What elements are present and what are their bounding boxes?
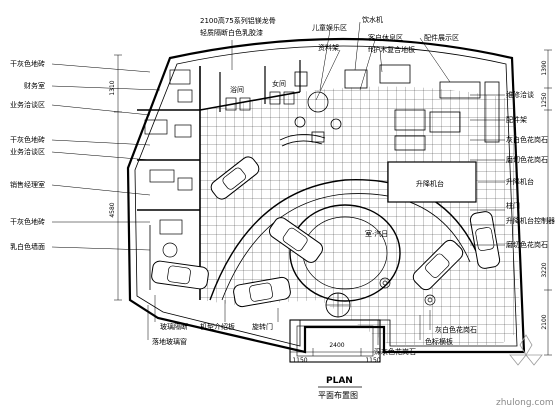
car-display-2 bbox=[151, 260, 209, 290]
right-dimension-line bbox=[544, 49, 552, 356]
car-display-6 bbox=[469, 211, 501, 269]
label-business-negotiation-2: 业务洽谈区 bbox=[10, 147, 45, 156]
label-gray-floor-tile-1: 干灰色地砖 bbox=[10, 59, 45, 68]
label-cut-granite-1: 磨切色花岗石 bbox=[506, 155, 548, 164]
label-gray-floor-tile-2: 干灰色地砖 bbox=[10, 135, 45, 144]
parts-display-furniture bbox=[379, 64, 500, 151]
label-steel-dragon-note-1: 2100高75系列铝镁龙骨 bbox=[200, 16, 276, 25]
lounge-furniture bbox=[294, 69, 368, 143]
planter-trees bbox=[379, 277, 436, 306]
label-business-negotiation-1: 业务洽谈区 bbox=[10, 100, 45, 109]
label-magazine-rack: 资料架 bbox=[318, 43, 339, 52]
dim-right-mid: 1250 bbox=[541, 92, 548, 107]
watermark-text: zhulong.com bbox=[496, 398, 554, 408]
dim-left-bottom: 4580 bbox=[109, 202, 116, 217]
office-partitions bbox=[137, 60, 301, 300]
entrance bbox=[289, 292, 381, 363]
office-furniture bbox=[144, 69, 193, 258]
car-display-1 bbox=[210, 156, 260, 200]
label-floor-glass-window: 落地玻璃窗 bbox=[152, 337, 187, 346]
left-dimension-line bbox=[114, 54, 122, 301]
dim-left-top: 1310 bbox=[109, 80, 116, 95]
label-revolving-door: 旋转门 bbox=[252, 322, 273, 331]
plan-title: PLAN bbox=[326, 376, 353, 386]
label-gray-granite-1: 灰白色花岗石 bbox=[506, 135, 548, 144]
right-callouts bbox=[470, 94, 505, 246]
label-color-strip: 色标横板 bbox=[425, 337, 453, 346]
label-white-wall: 乳白色墙面 bbox=[10, 242, 45, 251]
dim-right-low: 3220 bbox=[541, 262, 548, 277]
bottom-dimension-line bbox=[289, 348, 385, 356]
label-cut-granite-2: 磨切色花岗石 bbox=[506, 240, 548, 249]
bathroom-label: 浴间 bbox=[230, 85, 244, 94]
reception-desk bbox=[279, 134, 326, 147]
top-callouts bbox=[231, 21, 451, 101]
dim-bottom-left: 1150 bbox=[292, 357, 307, 364]
restroom-label: 女间 bbox=[272, 79, 286, 88]
lift-platform-label: 升降机台 bbox=[416, 179, 444, 188]
left-callouts bbox=[51, 63, 161, 251]
label-kids-area: 儿童娱乐区 bbox=[312, 23, 347, 32]
zhulong-logo bbox=[509, 334, 543, 366]
label-gray-floor-tile-3: 干灰色地砖 bbox=[10, 217, 45, 226]
label-water-dispenser: 饮水机 bbox=[362, 15, 383, 24]
car-display-4 bbox=[269, 217, 323, 263]
label-steel-dragon-note-2: 轻质隔断白色乳胶漆 bbox=[200, 28, 263, 37]
label-deep-granite: 深灰色花岗石 bbox=[374, 347, 416, 356]
dim-right-top: 1390 bbox=[541, 60, 548, 75]
label-column: 柱门 bbox=[506, 201, 520, 210]
label-gray-granite-2: 灰白色花岗石 bbox=[435, 325, 477, 334]
center-label: 室·汽日 bbox=[365, 229, 388, 238]
lift-platform: 升降机台 bbox=[387, 161, 477, 203]
label-glass-partition: 玻璃隔断 bbox=[160, 322, 188, 331]
car-display-5 bbox=[412, 239, 464, 291]
label-lift-control: 升降机台控制器 bbox=[506, 216, 555, 225]
label-finance-room: 财务室 bbox=[24, 81, 45, 90]
label-wood-floor: ft护木复合地板 bbox=[368, 45, 415, 54]
dim-bottom-mid: 2400 bbox=[329, 342, 344, 349]
label-parts-display: 配件展示区 bbox=[424, 33, 459, 42]
display-ring bbox=[209, 179, 481, 301]
label-car-showcase: 机型介绍板 bbox=[200, 322, 235, 331]
label-guest-rest: 客户休息区 bbox=[368, 33, 403, 42]
label-repair-negotiation: 维修洽谈 bbox=[506, 90, 534, 99]
restroom-fixtures bbox=[225, 91, 295, 111]
label-sales-manager: 销售经理室 bbox=[10, 180, 45, 189]
label-test-lift: 升降机台 bbox=[506, 177, 534, 186]
plan-subtitle: 平面布置图 bbox=[318, 390, 358, 400]
dim-bottom-right: 1150 bbox=[365, 357, 380, 364]
bottom-callouts bbox=[147, 295, 431, 345]
dim-right-bottom: 2100 bbox=[541, 314, 548, 329]
car-display-3 bbox=[233, 276, 291, 308]
label-parts-rack: 配件架 bbox=[506, 115, 527, 124]
